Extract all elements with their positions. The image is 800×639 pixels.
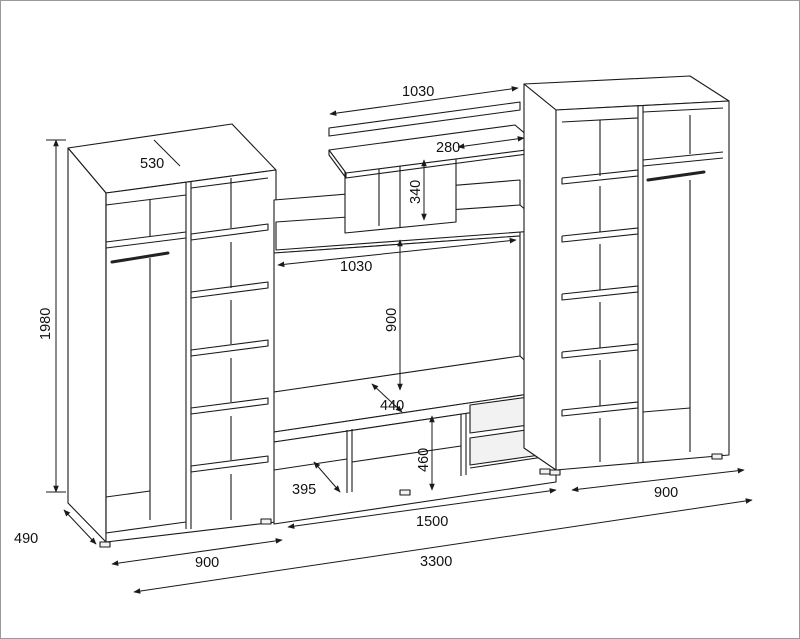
dim-drawer-height: 460 [416,448,432,472]
right-cabinet-foot [711,453,723,460]
dim-base-depth: 490 [14,531,38,547]
dim-left-cabinet-width: 900 [195,555,219,571]
right-cabinet-shelves [561,117,639,462]
dim-top-shelf-width: 1030 [402,84,434,100]
right-cabinet [523,75,730,476]
dimension-lines [46,86,753,594]
tv-stand [273,235,557,525]
dim-right-cabinet-width: 900 [654,485,678,501]
dim-tv-gap-height: 900 [384,308,400,332]
left-cabinet-foot [99,541,111,548]
dim-stand-shelf-depth: 395 [292,482,316,498]
dim-lower-shelf-width: 1030 [340,259,372,275]
dimension-labels: 1030 280 340 1030 900 440 460 395 1500 9… [14,84,678,571]
right-cabinet-foot [549,469,561,476]
tv-stand-foot [399,489,411,496]
dim-tv-stand-depth: 440 [380,398,404,414]
upper-shelf-unit [273,101,549,254]
hanging-rod-left [110,251,170,264]
dim-stand-width: 1500 [416,514,448,530]
right-cabinet-side [523,83,557,471]
left-cabinet-foot [260,518,272,525]
dim-total-height: 1980 [38,308,54,340]
tv-stand-foot [539,468,551,475]
dim-cabinet-depth: 530 [140,156,164,172]
hanging-rod-right [646,170,706,182]
dim-top-shelf-depth: 280 [436,140,460,156]
left-cabinet [67,123,277,548]
dim-niche-height: 340 [408,180,424,204]
dim-total-width: 3300 [420,554,452,570]
left-cabinet-side [67,147,107,543]
